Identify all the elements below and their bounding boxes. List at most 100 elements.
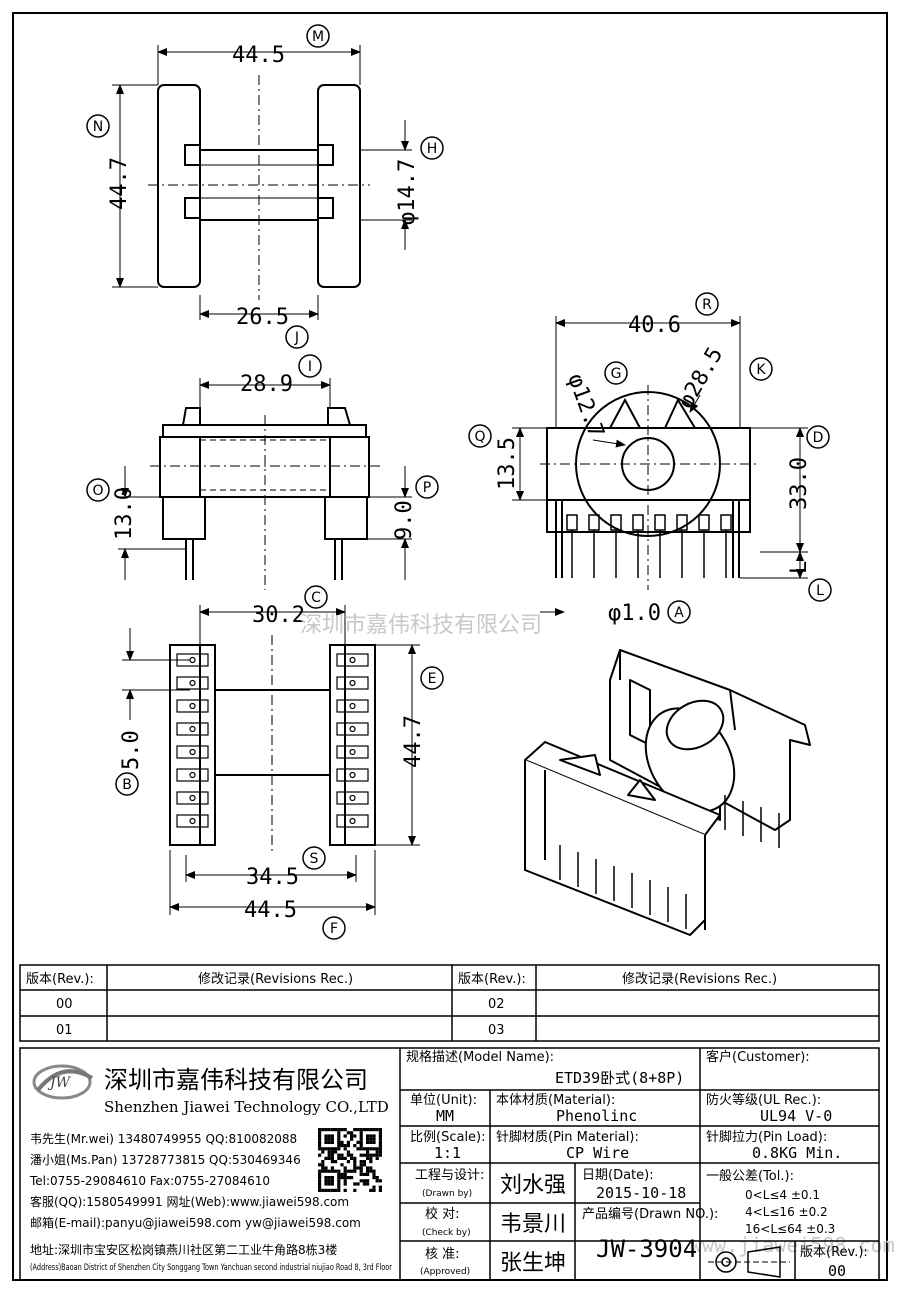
contact-line-3: Tel:0755-29084610 Fax:0755-27084610 — [29, 1174, 270, 1188]
contact-line-4: 客服(QQ):1580549991 网址(Web):www.jiawei598.… — [30, 1194, 349, 1209]
watermark-text: 深圳市嘉伟科技有限公司 — [300, 613, 542, 638]
pin-hole — [349, 771, 356, 779]
pad — [336, 768, 369, 782]
pin-load-value: 0.8KG Min. — [752, 1144, 842, 1162]
pin-load-label: 针脚拉力(Pin Load): — [706, 1129, 827, 1145]
pin-material-value: CP Wire — [566, 1144, 629, 1162]
revision-table — [19, 964, 880, 1042]
rev-row-01: 01 — [56, 1023, 73, 1038]
pin-slot — [566, 514, 578, 531]
pad — [176, 768, 209, 782]
svg-text:I: I — [308, 359, 312, 375]
dim-B: 5.0 — [119, 730, 144, 770]
svg-text:J: J — [294, 330, 299, 346]
marker-f: F — [322, 916, 346, 940]
marker-g: G — [604, 361, 628, 385]
dim-O: 13.0 — [112, 487, 137, 540]
svg-text:F: F — [330, 921, 338, 937]
pad — [176, 676, 209, 690]
pin-hole — [349, 725, 356, 733]
dim-M: 44.5 — [232, 43, 285, 68]
approved-value: 张生坤 — [500, 1251, 566, 1276]
svg-text:H: H — [427, 141, 438, 157]
pin-slot — [654, 514, 666, 531]
rev-value: 00 — [828, 1262, 846, 1280]
pin-hole — [349, 748, 356, 756]
drawn-label-cn: 工程与设计: — [415, 1168, 484, 1183]
drawn-no-value: JW-3904 — [596, 1235, 697, 1263]
marker-o: O — [86, 478, 110, 502]
dim-A: φ1.0 — [608, 601, 661, 626]
drawn-label-en: (Drawn by) — [422, 1189, 472, 1199]
marker-p: P — [415, 475, 439, 499]
ul-value: UL94 V-0 — [760, 1107, 832, 1125]
check-label-cn: 校 对: — [425, 1206, 460, 1222]
approved-label-cn: 核 准: — [425, 1247, 460, 1262]
marker-a: A — [667, 600, 691, 624]
tol-row-1: 0<L≤4 ±0.1 — [745, 1188, 820, 1202]
tol-label: 一般公差(Tol.): — [706, 1168, 794, 1184]
rev-header-left: 版本(Rev.): — [26, 972, 94, 987]
pin-hole — [189, 679, 196, 687]
address-en: (Address)Baoan District of Shenzhen City… — [30, 1263, 392, 1273]
marker-c: C — [304, 585, 328, 609]
marker-h: H — [420, 136, 444, 160]
contact-line-5: 邮箱(E-mail):panyu@jiawei598.com yw@jiawei… — [30, 1215, 361, 1230]
pad — [336, 653, 369, 667]
pin-material-label: 针脚材质(Pin Material): — [496, 1129, 639, 1145]
qr-code — [318, 1128, 382, 1192]
svg-text:R: R — [702, 297, 712, 313]
marker-j: J — [285, 325, 309, 349]
pad — [176, 745, 209, 759]
company-name-en: Shenzhen Jiawei Technology CO.,LTD — [104, 1098, 389, 1116]
rev-header-right: 版本(Rev.): — [458, 972, 526, 987]
pin-hole — [189, 817, 196, 825]
side-view — [540, 385, 760, 590]
rev-label: 版本(Rev.): — [800, 1245, 868, 1260]
scale-label: 比例(Scale): — [410, 1130, 486, 1145]
dim-S: 34.5 — [246, 865, 299, 890]
approved-label-en: (Approved) — [420, 1267, 470, 1277]
rec-header-left: 修改记录(Revisions Rec.) — [198, 972, 353, 987]
pin-hole — [189, 771, 196, 779]
pad — [336, 814, 369, 828]
marker-n: N — [86, 114, 110, 138]
dim-L: L — [787, 561, 812, 574]
svg-text:A: A — [674, 605, 684, 621]
pin-hole — [189, 794, 196, 802]
dim-D: 33.0 — [787, 457, 812, 510]
rev-row-03: 03 — [488, 1023, 505, 1038]
marker-d: D — [806, 425, 830, 449]
marker-q: Q — [468, 424, 492, 448]
tol-row-2: 4<L≤16 ±0.2 — [745, 1205, 828, 1219]
dim-P: 9.0 — [392, 500, 417, 540]
dim-F: 44.5 — [244, 898, 297, 923]
dim-I: 28.9 — [240, 372, 293, 397]
pin-slot — [632, 514, 644, 531]
dim-G: φ12.7 — [562, 371, 608, 442]
ul-label: 防火等级(UL Rec.): — [706, 1092, 821, 1108]
svg-text:K: K — [756, 362, 766, 378]
marker-r: R — [695, 292, 719, 316]
pin-slot — [588, 514, 600, 531]
pad — [336, 722, 369, 736]
rev-row-02: 02 — [488, 997, 505, 1012]
bottom-view-dims — [122, 605, 420, 915]
top-view-dims — [112, 45, 412, 320]
pad — [176, 814, 209, 828]
svg-text:M: M — [312, 29, 324, 45]
pin-hole — [349, 679, 356, 687]
drawn-value: 刘水强 — [500, 1173, 566, 1198]
marker-m: M — [306, 24, 330, 48]
marker-k: K — [749, 357, 773, 381]
pin-hole — [349, 794, 356, 802]
bottom-view — [169, 635, 376, 855]
dim-J: 26.5 — [236, 305, 289, 330]
front-view-dims — [118, 378, 412, 580]
pad — [336, 699, 369, 713]
pin-slot — [698, 514, 710, 531]
company-name-cn: 深圳市嘉伟科技有限公司 — [104, 1066, 368, 1094]
material-value: Phenolinc — [556, 1107, 637, 1125]
pad — [336, 676, 369, 690]
